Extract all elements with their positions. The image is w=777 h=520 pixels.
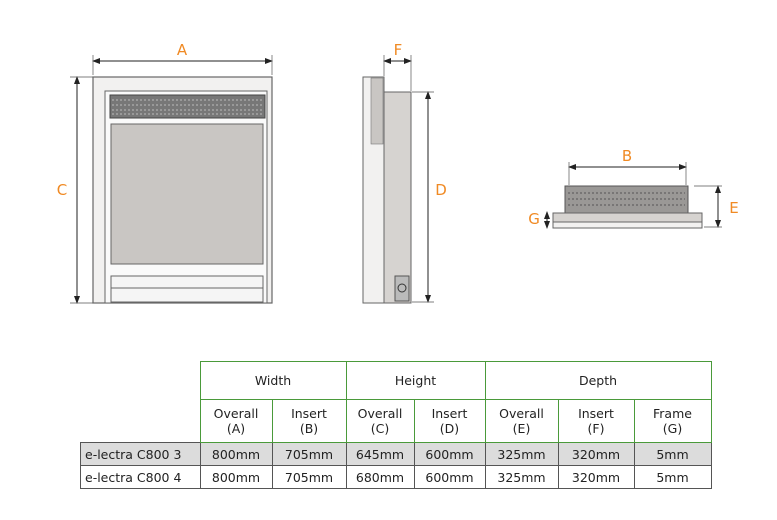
dimension-value: 800mm	[199, 465, 273, 489]
group-width: Width	[199, 361, 347, 400]
dimension-value: 680mm	[345, 465, 415, 489]
group-depth: Depth	[484, 361, 712, 400]
label-e: E	[729, 199, 738, 217]
model-name: e-lectra C800 4	[80, 465, 201, 489]
column-code: (A)	[226, 421, 246, 436]
dimension-value: 325mm	[484, 465, 559, 489]
label-c: C	[57, 181, 67, 199]
glass-panel	[110, 123, 264, 265]
column-name: Insert	[578, 406, 614, 421]
column-code: (D)	[439, 421, 460, 436]
dimensions-table: Width Height Depth Overall(A)Insert(B)Ov…	[80, 361, 712, 489]
column-code: (G)	[662, 421, 683, 436]
label-f: F	[394, 41, 403, 59]
column-header: Insert(D)	[413, 399, 486, 443]
column-header: Insert(F)	[557, 399, 635, 443]
column-name: Overall	[499, 406, 544, 421]
column-header: Overall(A)	[199, 399, 273, 443]
dimension-value: 5mm	[633, 465, 712, 489]
column-code: (B)	[299, 421, 319, 436]
label-g: G	[528, 210, 540, 228]
dimension-value: 800mm	[199, 442, 273, 466]
column-header: Insert(B)	[271, 399, 347, 443]
dimension-drawings: A C F D B E G	[57, 41, 739, 304]
column-name: Overall	[213, 406, 259, 421]
column-name: Insert	[431, 406, 468, 421]
column-code: (F)	[587, 421, 605, 436]
dimension-value: 320mm	[557, 442, 635, 466]
front-view: A C	[57, 41, 273, 304]
label-d: D	[435, 181, 447, 199]
column-header: Frame(G)	[633, 399, 712, 443]
dimension-value: 320mm	[557, 465, 635, 489]
dimension-value: 645mm	[345, 442, 415, 466]
column-name: Frame	[653, 406, 692, 421]
dimension-value: 600mm	[413, 442, 486, 466]
column-name: Overall	[357, 406, 403, 421]
label-a: A	[177, 41, 188, 59]
column-code: (E)	[512, 421, 531, 436]
column-header: Overall(E)	[484, 399, 559, 443]
front-grille	[109, 94, 266, 119]
column-header: Overall(C)	[345, 399, 415, 443]
label-b: B	[622, 147, 632, 165]
dimension-value: 600mm	[413, 465, 486, 489]
dimension-value: 5mm	[633, 442, 712, 466]
column-code: (C)	[370, 421, 390, 436]
group-height: Height	[345, 361, 486, 400]
top-view: B E G	[528, 147, 739, 229]
side-view: F D	[362, 41, 447, 304]
model-name: e-lectra C800 3	[80, 442, 201, 466]
dimension-value: 705mm	[271, 465, 347, 489]
dimension-value: 705mm	[271, 442, 347, 466]
power-socket	[394, 275, 410, 302]
column-name: Insert	[291, 406, 327, 421]
dimension-value: 325mm	[484, 442, 559, 466]
